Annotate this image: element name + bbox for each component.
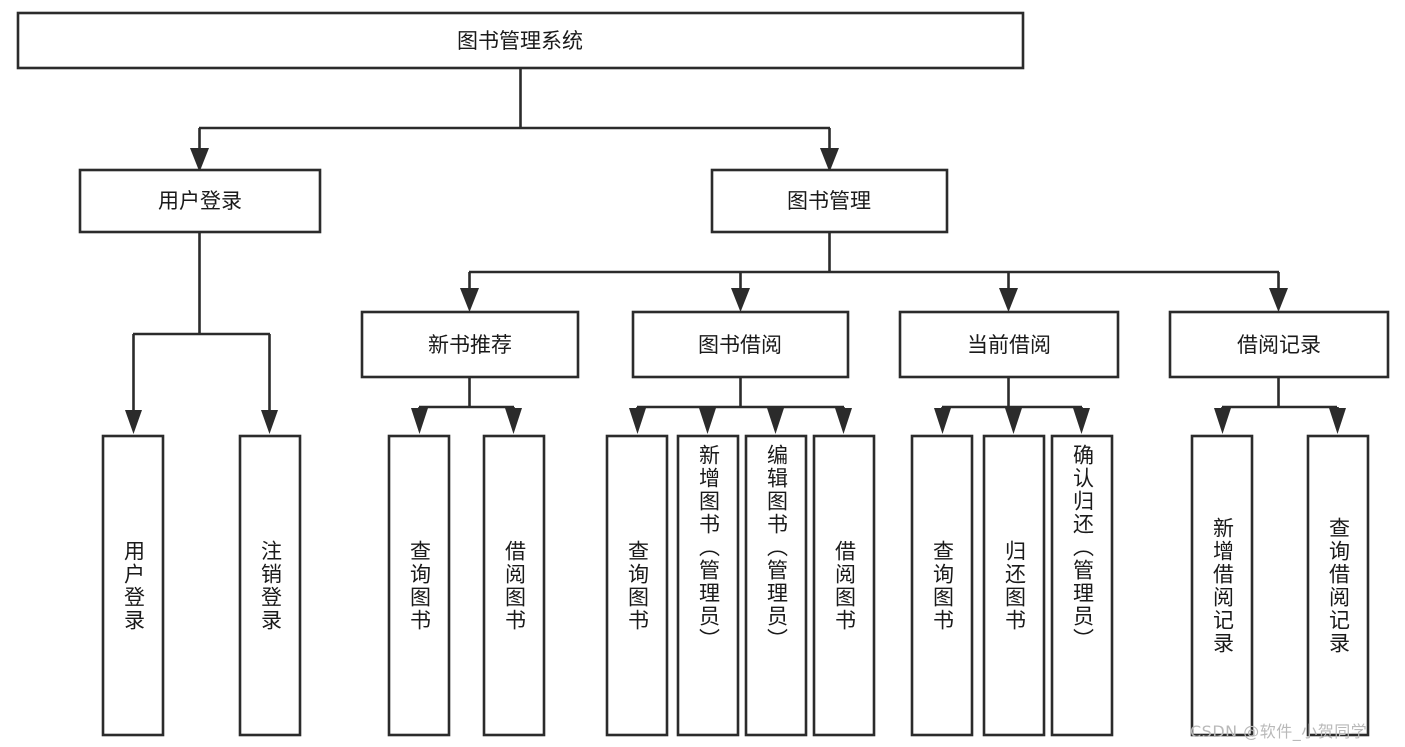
leaf-box-query-book-3[interactable] xyxy=(910,434,974,737)
arrow-to-leaf-confirm-return xyxy=(1073,408,1090,434)
leaf-box-add-book[interactable] xyxy=(676,434,740,737)
arrow-to-leaf-query-book-1 xyxy=(411,408,428,434)
node-book-borrow-label: 图书借阅 xyxy=(698,333,782,357)
node-user-login-box[interactable] xyxy=(78,168,322,234)
connector-group-root xyxy=(190,68,839,172)
node-borrow-record-label: 借阅记录 xyxy=(1237,333,1321,357)
connector-group-book-borrow xyxy=(629,377,852,434)
node-current-borrow[interactable]: 当前借阅 xyxy=(898,310,1120,379)
arrow-to-leaf-query-record xyxy=(1329,408,1346,434)
connector-group-new-book-recommend xyxy=(411,377,522,434)
node-current-borrow-label: 当前借阅 xyxy=(967,333,1051,357)
arrow-to-current-borrow xyxy=(999,288,1018,312)
node-book-manage-box[interactable] xyxy=(710,168,949,234)
leaf-box-edit-book[interactable] xyxy=(744,434,808,737)
leaf-box-add-record[interactable] xyxy=(1190,434,1254,737)
connector-group-book-manage xyxy=(460,232,1288,312)
node-user-login-label: 用户登录 xyxy=(158,189,242,213)
leaf-box-query-record[interactable] xyxy=(1306,434,1370,737)
leaf-box-borrow-book-1[interactable] xyxy=(482,434,546,737)
csdn-watermark: CSDN @软件_小贺同学 xyxy=(1190,722,1368,741)
connector-group-user-login xyxy=(125,232,278,434)
connector-group-borrow-record xyxy=(1214,377,1346,434)
arrow-to-leaf-query-book-3 xyxy=(934,408,951,434)
arrow-to-borrow-record xyxy=(1269,288,1288,312)
arrow-to-leaf-logout xyxy=(261,410,278,434)
arrow-to-leaf-add-book xyxy=(699,408,716,434)
leaf-box-confirm-return[interactable] xyxy=(1050,434,1114,737)
node-root-box[interactable] xyxy=(16,11,1025,70)
node-new-book-recommend-box[interactable] xyxy=(360,310,580,379)
node-new-book-recommend[interactable]: 新书推荐 xyxy=(360,310,580,379)
leaf-box-user-login[interactable] xyxy=(101,434,165,737)
arrow-to-user-login xyxy=(190,148,209,172)
leaf-box-return-book[interactable] xyxy=(982,434,1046,737)
leaf-box-query-book-1[interactable] xyxy=(387,434,451,737)
arrow-to-book-manage xyxy=(820,148,839,172)
arrow-to-leaf-borrow-book-1 xyxy=(505,408,522,434)
arrow-to-book-borrow xyxy=(731,288,750,312)
leaf-box-borrow-book-2[interactable] xyxy=(812,434,876,737)
node-current-borrow-box[interactable] xyxy=(898,310,1120,379)
arrow-to-new-book xyxy=(460,288,479,312)
node-new-book-recommend-label: 新书推荐 xyxy=(428,333,512,357)
node-book-manage-label: 图书管理 xyxy=(787,189,871,213)
arrow-to-leaf-return-book xyxy=(1005,408,1022,434)
arrow-to-leaf-edit-book xyxy=(767,408,784,434)
connector-group-current-borrow xyxy=(934,377,1090,434)
arrow-to-leaf-user-login xyxy=(125,410,142,434)
node-book-borrow[interactable]: 图书借阅 xyxy=(631,310,850,379)
arrow-to-leaf-borrow-book-2 xyxy=(835,408,852,434)
arrow-to-leaf-add-record xyxy=(1214,408,1231,434)
node-borrow-record-box[interactable] xyxy=(1168,310,1390,379)
node-book-borrow-box[interactable] xyxy=(631,310,850,379)
node-root-label: 图书管理系统 xyxy=(457,29,583,53)
node-root[interactable]: 图书管理系统 xyxy=(16,11,1025,70)
node-book-manage[interactable]: 图书管理 xyxy=(710,168,949,234)
node-borrow-record[interactable]: 借阅记录 xyxy=(1168,310,1390,379)
leaf-box-query-book-2[interactable] xyxy=(605,434,669,737)
node-user-login[interactable]: 用户登录 xyxy=(78,168,322,234)
arrow-to-leaf-query-book-2 xyxy=(629,408,646,434)
leaf-box-logout[interactable] xyxy=(238,434,302,737)
